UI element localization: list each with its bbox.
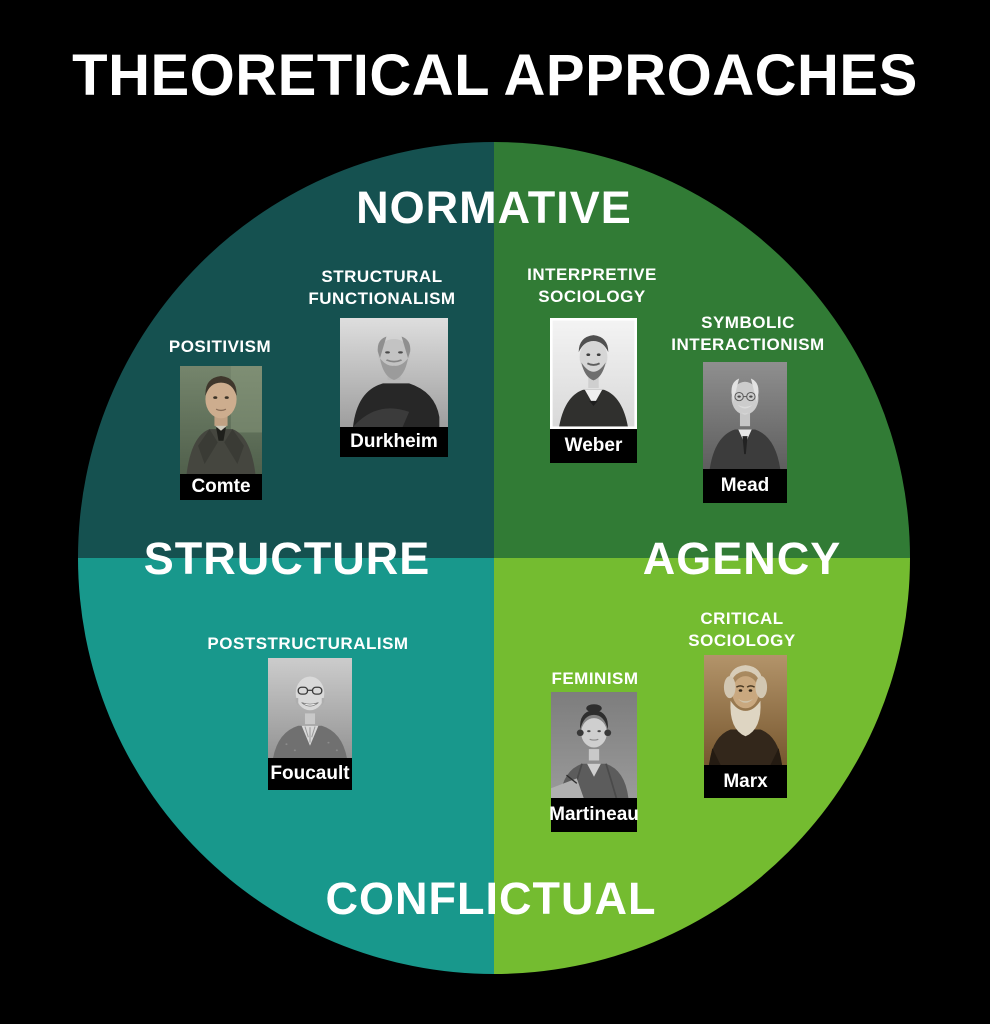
axis-label-normative: NORMATIVE <box>356 182 632 233</box>
portrait-card-weber: Weber <box>550 318 637 463</box>
portrait-card-martineau: Martineau <box>549 692 639 832</box>
portrait-card-marx: Marx <box>704 655 787 798</box>
axis-label-structure: STRUCTURE <box>143 533 431 584</box>
person-name-durkheim: Durkheim <box>340 427 448 457</box>
portrait-card-comte: Comte <box>180 366 262 500</box>
theory-label-symbolic-interactionism: SYMBOLIC INTERACTIONISM <box>671 313 825 355</box>
marx-portrait-photo <box>704 655 787 765</box>
person-name-marx: Marx <box>704 765 787 798</box>
foucault-portrait-photo <box>268 658 352 758</box>
portrait-card-foucault: Foucault <box>268 658 352 790</box>
axis-label-conflictual: CONFLICTUAL <box>325 873 657 924</box>
martineau-portrait-photo <box>551 692 637 798</box>
theory-label-interpretive-sociology: INTERPRETIVE SOCIOLOGY <box>527 265 657 307</box>
axis-label-agency: AGENCY <box>642 533 842 584</box>
theory-label-critical-sociology: CRITICAL SOCIOLOGY <box>688 609 796 651</box>
weber-portrait-photo <box>550 318 637 429</box>
person-name-comte: Comte <box>180 474 262 500</box>
portrait-card-mead: Mead <box>703 362 787 503</box>
theory-label-feminism: FEMINISM <box>551 669 639 688</box>
person-name-martineau: Martineau <box>549 798 639 832</box>
portrait-card-durkheim: Durkheim <box>340 318 448 457</box>
person-name-foucault: Foucault <box>268 758 352 790</box>
page-title: THEORETICAL APPROACHES <box>72 43 918 108</box>
durkheim-portrait-photo <box>340 318 448 427</box>
comte-portrait-photo <box>180 366 262 474</box>
theory-label-poststructuralism: POSTSTRUCTURALISM <box>207 634 409 653</box>
person-name-weber: Weber <box>550 429 637 463</box>
mead-portrait-photo <box>703 362 787 469</box>
theory-label-structural-functionalism: STRUCTURAL FUNCTIONALISM <box>308 267 456 309</box>
person-name-mead: Mead <box>703 469 787 503</box>
theory-label-positivism: POSITIVISM <box>168 337 272 356</box>
